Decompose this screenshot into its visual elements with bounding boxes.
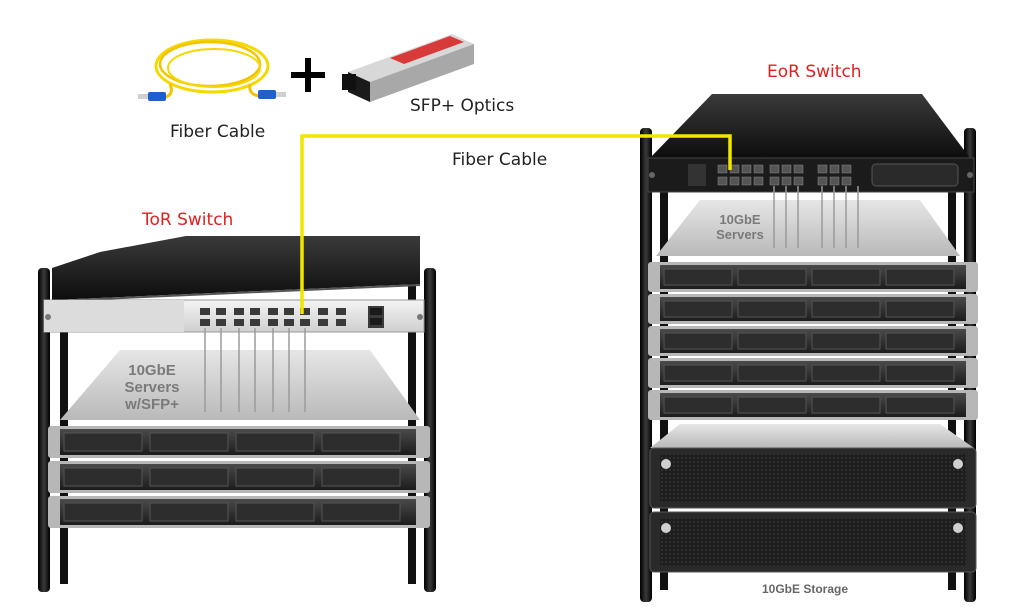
eor-servers-label: 10GbE Servers xyxy=(700,212,780,242)
tor-servers-label: 10GbE Servers w/SFP+ xyxy=(112,362,192,413)
storage-label: 10GbE Storage xyxy=(762,582,849,596)
tor-servers-label-line: 10GbE xyxy=(128,362,176,379)
tor-server-unit xyxy=(48,496,430,528)
eor-server-stack xyxy=(648,262,978,420)
eor-switch-title: EoR Switch xyxy=(767,62,862,82)
fiber-cable-link-label: Fiber Cable xyxy=(452,150,548,170)
tor-server-unit xyxy=(48,461,430,493)
tor-rack xyxy=(38,236,436,592)
eor-server-unit xyxy=(648,390,978,420)
tor-servers-label-line: w/SFP+ xyxy=(125,396,179,413)
eor-servers-label-line: Servers xyxy=(716,227,764,242)
eor-server-unit xyxy=(648,294,978,324)
tor-sfp-ports xyxy=(200,308,346,326)
storage-unit xyxy=(649,511,977,573)
eor-server-cables xyxy=(773,186,859,248)
eor-servers-label-line: 10GbE xyxy=(719,212,761,227)
tor-servers-label-line: Servers xyxy=(124,379,180,396)
legend-sfp-optics-label: SFP+ Optics xyxy=(410,96,515,116)
tor-server-unit xyxy=(48,426,430,458)
eor-server-unit xyxy=(648,262,978,292)
tor-server-stack xyxy=(48,426,430,528)
legend-fiber-cable-label: Fiber Cable xyxy=(170,122,266,142)
tor-server-cables xyxy=(204,328,306,412)
tor-switch-title: ToR Switch xyxy=(142,210,234,230)
eor-server-unit xyxy=(648,358,978,388)
plus-icon xyxy=(291,58,325,92)
eor-sfp-ports xyxy=(717,164,852,186)
sfp-optic-module-icon xyxy=(342,34,474,102)
eor-server-unit xyxy=(648,326,978,356)
storage-stack xyxy=(649,424,977,573)
fiber-cable-coil-icon xyxy=(138,38,286,101)
storage-unit xyxy=(649,447,977,509)
fiber-cable-link xyxy=(300,134,732,314)
